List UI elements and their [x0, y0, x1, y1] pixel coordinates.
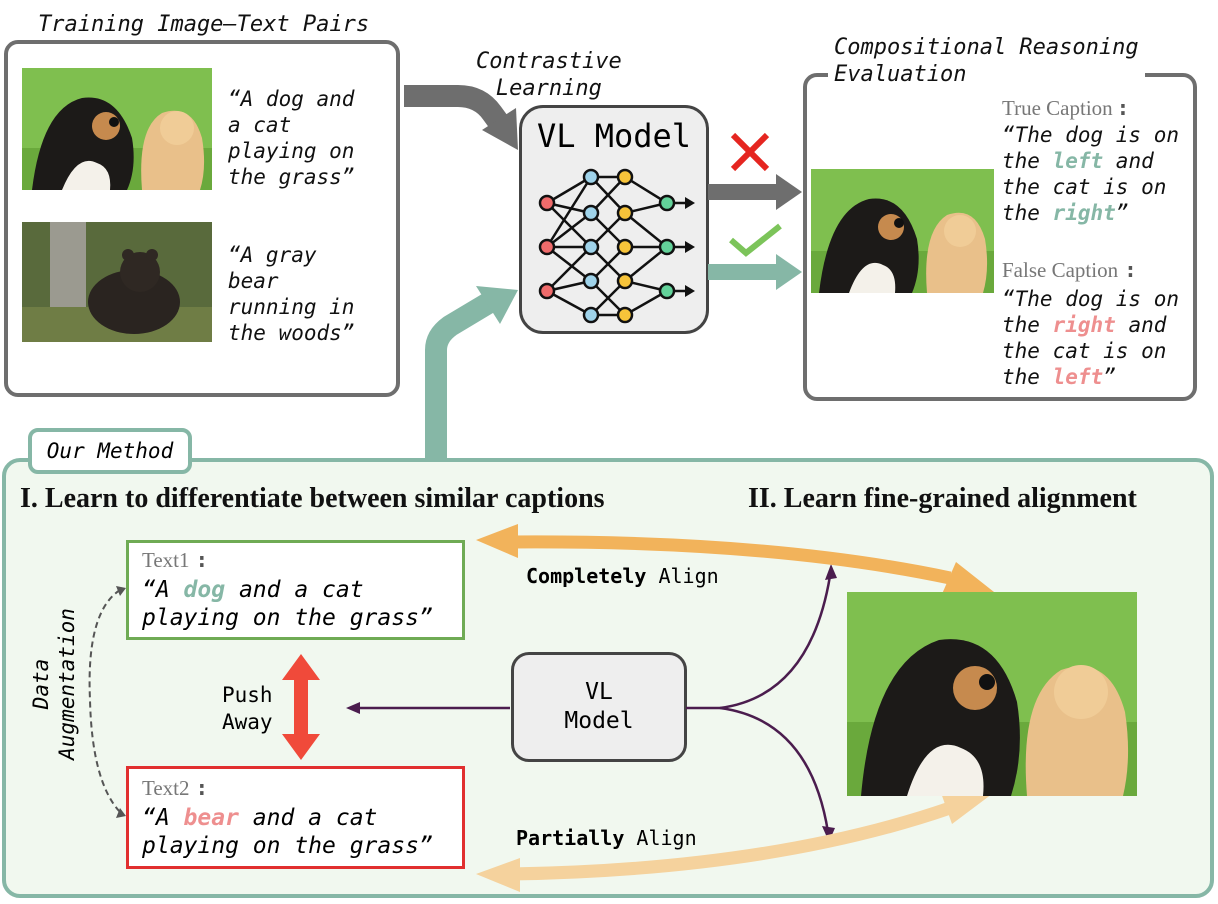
text1-caption-part: “A: [142, 577, 184, 603]
true-caption-part: “The dog is on the: [1002, 123, 1180, 173]
neural-network-icon: [538, 168, 695, 324]
true-caption-left-word: left: [1052, 149, 1104, 173]
push-away-label: Push Away: [222, 683, 273, 734]
vl-model-bottom-label-1: VL: [585, 679, 613, 705]
align-word: Align: [624, 826, 697, 850]
true-caption-label: True Caption: [1002, 96, 1113, 120]
text1-dog-word: dog: [183, 577, 226, 603]
true-caption-part: and the cat is on the: [1002, 149, 1167, 225]
evaluation-title: Compositional Reasoning Evaluation: [828, 34, 1145, 88]
completely-align-arrow: [476, 524, 994, 594]
training-to-model-arrow: [404, 85, 518, 150]
vl-model-bottom-box: VL Model: [511, 652, 687, 762]
cross-icon: [730, 132, 770, 172]
method-to-model-arrow: [425, 286, 518, 460]
false-caption-part: and the cat is on the: [1002, 313, 1167, 389]
text2-caption-part: and a cat playing on the grass”: [142, 805, 433, 859]
vl-model-bottom-label-2: Model: [564, 708, 634, 734]
eval-dog-cat-image: [811, 169, 994, 293]
text1-caption: “A dog and a cat playing on the grass”: [142, 576, 433, 632]
text1-caption-part: and a cat playing on the grass”: [142, 577, 433, 631]
partially-align-label: Partially Align: [516, 826, 697, 850]
false-caption-label-row: False Caption:: [1002, 258, 1137, 283]
training-caption-2: “A gray bear running in the woods”: [228, 243, 355, 345]
false-caption-text: “The dog is on the right and the cat is …: [1002, 286, 1179, 390]
false-caption-left-word: left: [1052, 365, 1104, 389]
true-caption-text: “The dog is on the left and the cat is o…: [1002, 122, 1179, 226]
text1-label: Text1: [142, 548, 190, 572]
text2-label: Text2: [142, 776, 190, 800]
text1-box: [126, 540, 465, 640]
our-method-tab-label: Our Method: [46, 439, 174, 463]
method-heading-differentiate: I. Learn to differentiate between simila…: [20, 483, 605, 514]
true-caption-colon: :: [1116, 96, 1130, 120]
method-dog-cat-image: [847, 592, 1137, 796]
training-pairs-box: [4, 40, 400, 397]
contrastive-learning-label: Contrastive Learning: [476, 49, 622, 101]
text2-colon: :: [195, 776, 209, 800]
true-caption-part: ”: [1115, 201, 1129, 225]
teal-arrow-true: [708, 254, 802, 290]
true-caption-right-word: right: [1052, 201, 1116, 225]
false-caption-right-word: right: [1052, 313, 1116, 337]
vl-model-top-label: VL Model: [536, 117, 692, 155]
completely-align-label: Completely Align: [526, 564, 719, 588]
push-away-arrow: [282, 654, 320, 760]
text2-label-row: Text2:: [142, 776, 208, 801]
data-augmentation-label: Data Augmentation: [29, 608, 79, 760]
partially-align-arrow: [476, 790, 992, 892]
partially-word: Partially: [516, 826, 625, 850]
text2-bear-word: bear: [183, 805, 239, 831]
text2-caption-part: “A: [142, 805, 184, 831]
gray-arrow-false: [708, 174, 802, 210]
model-output-arrows: [346, 564, 837, 842]
method-heading-alignment: II. Learn fine-grained alignment: [748, 483, 1137, 514]
false-caption-part: ”: [1103, 365, 1116, 389]
text1-colon: :: [195, 548, 209, 572]
training-title: Training Image–Text Pairs: [34, 12, 374, 37]
text2-caption: “A bear and a cat playing on the grass”: [142, 804, 433, 860]
true-caption-label-row: True Caption:: [1002, 96, 1129, 121]
check-icon: [729, 223, 782, 257]
completely-word: Completely: [526, 564, 647, 588]
text2-box: [126, 766, 465, 869]
false-caption-label: False Caption: [1002, 258, 1119, 282]
our-method-tab: Our Method: [28, 428, 192, 474]
data-augmentation-arrow: [88, 586, 126, 818]
false-caption-colon: :: [1124, 258, 1137, 282]
dog-cat-image: [22, 68, 212, 190]
align-word: Align: [646, 564, 719, 588]
training-caption-1: “A dog and a cat playing on the grass”: [228, 87, 355, 189]
false-caption-part: “The dog is on the: [1002, 287, 1180, 337]
bear-image: [22, 222, 212, 342]
text1-label-row: Text1:: [142, 548, 208, 573]
